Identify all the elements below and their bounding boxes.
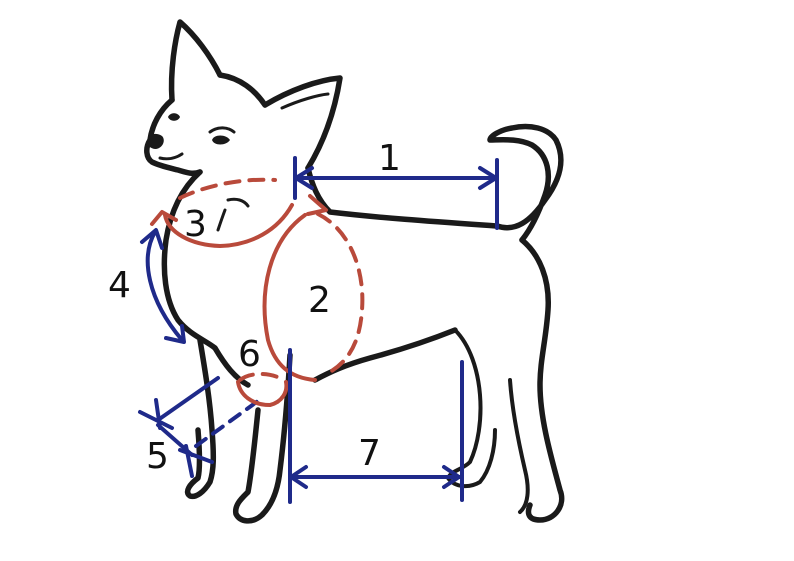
dog-chest (161, 169, 218, 351)
dog-eyebrow (208, 126, 236, 134)
measure-5-end-right (178, 448, 214, 464)
dog-far-eye (168, 113, 180, 121)
measure-5-leg-width: 5 (138, 376, 264, 478)
measure-7-arrow-left (289, 465, 308, 489)
measure-6-leg-girth: 6 (236, 334, 289, 407)
measure-5-upper-line (156, 376, 220, 422)
measure-7-belly-length: 7 (288, 348, 464, 504)
measure-5-dashed-line (194, 396, 264, 448)
dog-outline (144, 19, 565, 524)
dog-back (305, 165, 500, 229)
measure-4-neck-to-chest: 4 (108, 228, 186, 344)
measure-4-arrow-top (140, 228, 164, 250)
measure-6-label: 6 (238, 334, 261, 375)
measure-1-back-length: 1 (293, 138, 499, 230)
dog-front-leg-near (212, 345, 293, 524)
measure-7-label: 7 (358, 433, 381, 474)
dog-rump (519, 237, 565, 523)
measure-1-arrow-right (478, 166, 498, 190)
dog-head (144, 72, 268, 176)
dog-near-ear-inner (280, 92, 330, 110)
measure-4-arrow-bottom (164, 324, 186, 344)
dog-nose (147, 133, 164, 149)
measure-2-dashed-arc (316, 212, 365, 374)
dog-front-leg-far (184, 337, 217, 500)
dog-belly (312, 327, 458, 383)
measure-1-arrow-left (294, 166, 314, 190)
measure-5-tick-a (154, 398, 162, 430)
measure-5-end-left (138, 410, 174, 430)
measure-3-solid-arc (163, 203, 294, 248)
measure-4-label: 4 (108, 265, 131, 306)
measure-7-arrow-right (442, 465, 461, 489)
dog-throat-detail (216, 197, 250, 232)
dog-near-eye (212, 135, 230, 145)
measure-2-label: 2 (308, 280, 331, 321)
dog-far-back-leg (508, 378, 530, 514)
measure-4-line (145, 230, 184, 342)
dog-near-ear (262, 75, 343, 171)
dog-far-ear (168, 19, 223, 103)
measure-5-tick-b (184, 444, 194, 478)
measure-5-label: 5 (146, 436, 169, 477)
measure-2-chest-girth: 2 (262, 212, 365, 382)
measure-3-neck-girth: 3 (150, 177, 328, 248)
dog-tail (487, 123, 564, 243)
measure-3-arrow-left (150, 210, 178, 226)
measure-3-label: 3 (184, 204, 207, 245)
measure-6-solid-arc (236, 380, 289, 407)
measure-3-arrow-right (306, 194, 328, 216)
measure-6-dashed-arc (238, 372, 286, 382)
dog-back-leg-inner (446, 328, 497, 489)
measure-1-label: 1 (378, 138, 401, 179)
measure-3-dashed-arc (178, 177, 277, 200)
dog-mouth (158, 152, 184, 161)
